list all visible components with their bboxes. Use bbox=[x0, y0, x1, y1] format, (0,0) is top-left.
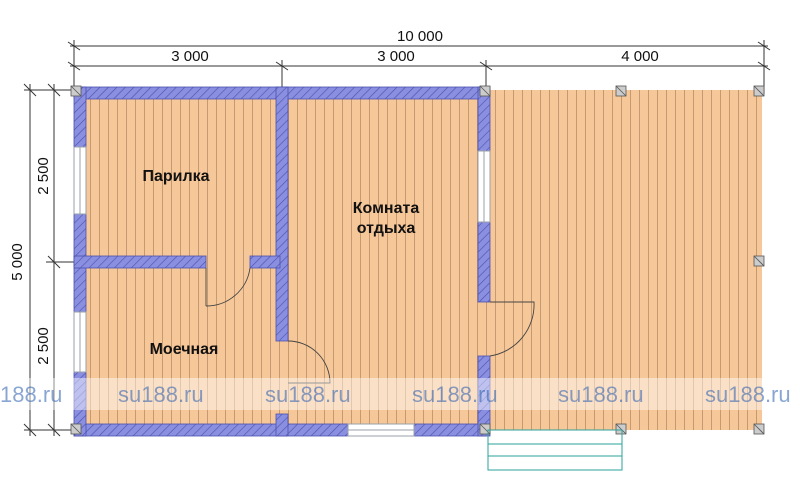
room-label-steam: Парилка bbox=[142, 168, 209, 185]
post-ne bbox=[753, 85, 765, 97]
wall-center bbox=[275, 86, 289, 342]
wall-partition-right bbox=[249, 255, 281, 269]
watermark-text: su188.ru bbox=[558, 382, 644, 407]
terrace-posts bbox=[70, 85, 765, 435]
dimension-segment-3: 4 000 bbox=[621, 48, 659, 65]
wall-bottom-left bbox=[73, 423, 349, 437]
post-s-1 bbox=[615, 423, 627, 435]
wall-center-low bbox=[275, 413, 289, 437]
watermark: 188.ru su188.ru su188.ru su188.ru su188.… bbox=[0, 382, 791, 407]
room-label-wash: Моечная bbox=[150, 341, 219, 358]
watermark-band bbox=[0, 378, 800, 410]
door-swing-wash bbox=[287, 340, 331, 384]
post-sw bbox=[70, 423, 82, 435]
door-swing-entrance bbox=[489, 301, 535, 357]
post-n-mid bbox=[479, 85, 491, 97]
walls bbox=[73, 86, 491, 437]
dimension-segment-1: 3 000 bbox=[171, 48, 209, 65]
watermark-text: su188.ru bbox=[412, 382, 498, 407]
post-se bbox=[753, 423, 765, 435]
watermark-text: su188.ru bbox=[265, 382, 351, 407]
door-swing-steam bbox=[205, 267, 251, 307]
doors bbox=[205, 267, 535, 384]
wall-partition-left bbox=[73, 255, 207, 269]
watermark-text: su188.ru bbox=[118, 382, 204, 407]
room-label-rest-line1: Комната bbox=[353, 200, 420, 217]
watermark-text: 188.ru bbox=[0, 382, 62, 407]
dimension-overall-depth: 5 000 bbox=[9, 243, 26, 281]
floor-terrace bbox=[484, 90, 762, 430]
wall-right-middle bbox=[477, 221, 491, 303]
dimension-segment-2: 3 000 bbox=[377, 48, 415, 65]
wall-bottom-right bbox=[413, 423, 487, 437]
wall-right-bottom bbox=[477, 355, 491, 437]
post-e-mid bbox=[753, 255, 765, 267]
dimension-depth-top: 2 500 bbox=[35, 157, 52, 195]
post-n-1 bbox=[615, 85, 627, 97]
dimension-depth-bottom: 2 500 bbox=[35, 327, 52, 365]
watermark-text: su188.ru bbox=[705, 382, 791, 407]
dimension-overall-width: 10 000 bbox=[397, 28, 443, 45]
terrace-steps bbox=[487, 429, 623, 471]
wall-right-top bbox=[477, 86, 491, 152]
windows bbox=[73, 146, 491, 437]
room-label-rest-line2: отдыха bbox=[357, 220, 416, 237]
post-nw bbox=[70, 85, 82, 97]
